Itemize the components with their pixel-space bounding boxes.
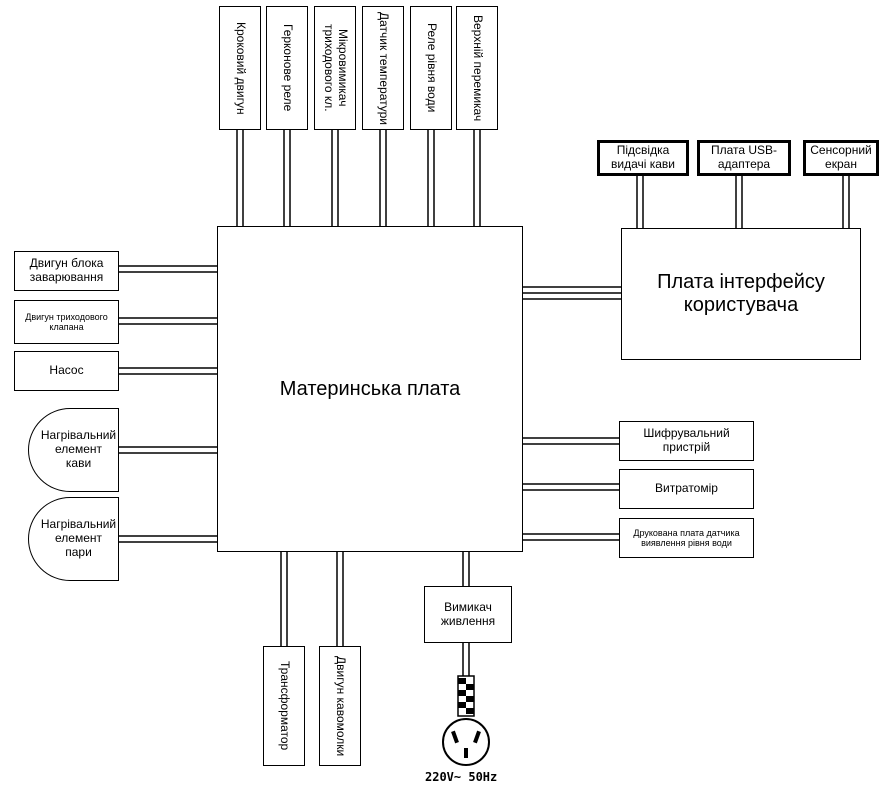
power-rating-label: 220V~ 50Hz bbox=[425, 770, 498, 784]
top-switch-box: Верхній перемикач bbox=[456, 6, 498, 130]
brew-unit-motor-box: Двигун блока заварювання bbox=[14, 251, 119, 291]
flowmeter-box: Витратомір bbox=[619, 469, 754, 509]
temperature-sensor-box: Датчик температури bbox=[362, 6, 404, 130]
encoder-box: Шифрувальний пристрій bbox=[619, 421, 754, 461]
main-board: Материнська плата bbox=[217, 226, 523, 552]
water-level-relay-box: Реле рівня води bbox=[410, 6, 452, 130]
pump-box: Насос bbox=[14, 351, 119, 391]
power-switch-box: Вимикач живлення bbox=[424, 586, 512, 643]
water-level-pcb-box: Друкована плата датчика виявлення рівня … bbox=[619, 518, 754, 558]
coffee-light-box: Підсвідка видачі кави bbox=[597, 140, 689, 176]
coffee-heater-box: Нагрівальний елемент кави bbox=[28, 408, 119, 492]
transformer-box: Трансформатор bbox=[263, 646, 305, 766]
steam-heater-box: Нагрівальний елемент пари bbox=[28, 497, 119, 581]
power-plug-icon bbox=[442, 718, 490, 766]
grinder-motor-box: Двигун кавомолки bbox=[319, 646, 361, 766]
main-board-label: Материнська плата bbox=[279, 377, 461, 400]
ui-board: Плата інтерфейсу користувача bbox=[621, 228, 861, 360]
usb-adapter-box: Плата USB-адаптера bbox=[697, 140, 791, 176]
stepper-motor-box: Кроковий двигун bbox=[219, 6, 261, 130]
microswitch-box: Мікровимикач триходового кл. bbox=[314, 6, 356, 130]
plug-cord-icon bbox=[457, 675, 475, 717]
reed-relay-box: Герконове реле bbox=[266, 6, 308, 130]
three-way-valve-motor-box: Двигун триходового клапана bbox=[14, 300, 119, 344]
touchscreen-box: Сенсорний екран bbox=[803, 140, 879, 176]
